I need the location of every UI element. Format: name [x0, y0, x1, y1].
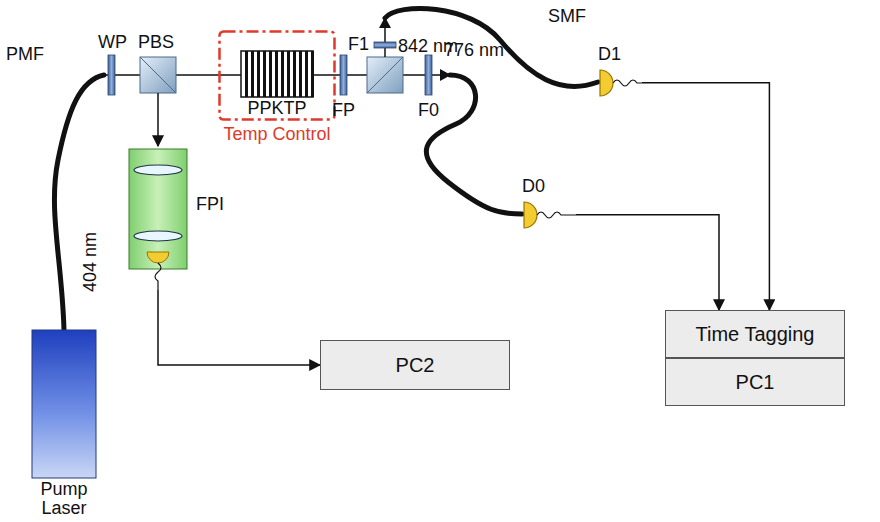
pm-fiber — [54, 75, 104, 330]
node-label: PPKTP — [227, 98, 327, 118]
part-label: 776 nm — [444, 40, 504, 60]
photodetector — [596, 66, 642, 102]
det-node: D1 — [596, 44, 642, 102]
filter-plate — [340, 55, 347, 95]
computer-box: PC2 — [320, 340, 510, 390]
beam-splitter-cube — [367, 57, 403, 93]
ppktp-crystal — [237, 50, 317, 98]
signal-wire — [576, 215, 719, 310]
part-label: F0 — [418, 100, 439, 120]
computer-box: PC1 — [665, 358, 845, 406]
part-label: WP — [98, 32, 127, 52]
node-label: FPI — [196, 194, 224, 214]
node-label: Time Tagging — [696, 324, 815, 344]
photodetector — [520, 198, 576, 234]
beam-splitter-cube — [140, 57, 176, 93]
crystal-node: PPKTP — [237, 50, 317, 118]
fabry-perot-interferometer — [128, 148, 188, 290]
beam — [384, 26, 386, 57]
signal-wire — [158, 290, 320, 365]
part-label: F1 — [348, 34, 369, 54]
temp-node: Temp Control PPKTP — [218, 30, 336, 148]
laser-body — [30, 330, 98, 480]
part-label: FP — [332, 100, 355, 120]
part-label: SMF — [548, 6, 586, 26]
node-label: PC2 — [396, 355, 435, 375]
beam — [157, 93, 159, 146]
filter-plate — [374, 42, 396, 48]
part-label: 404 nm — [80, 232, 100, 292]
part-label: PMF — [6, 44, 44, 64]
fpi-node: FPI — [128, 148, 188, 290]
node-label: D1 — [598, 44, 621, 64]
filter-plate — [425, 55, 432, 95]
mm-fiber — [426, 75, 522, 214]
det-node: D0 — [520, 176, 576, 234]
node-label: Temp Control — [218, 124, 336, 144]
part-label: PBS — [138, 32, 174, 52]
node-label: Pump Laser — [30, 480, 98, 518]
computer-box: Time Tagging — [665, 310, 845, 358]
node-label: PC1 — [736, 372, 775, 392]
waveplate — [108, 55, 115, 95]
beam-splitter-diagonal — [140, 57, 176, 93]
node-label: D0 — [522, 176, 545, 196]
laser-node: Pump Laser — [30, 330, 98, 520]
signal-wire — [642, 83, 769, 310]
beam-splitter-diagonal — [367, 57, 403, 93]
